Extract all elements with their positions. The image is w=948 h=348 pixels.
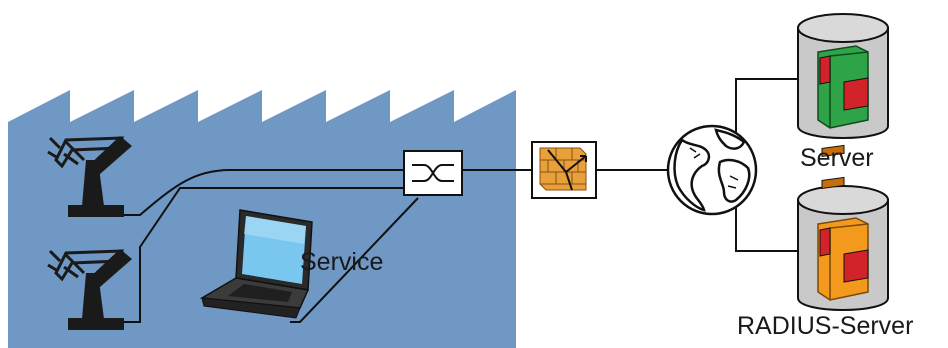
radius-server-label: RADIUS-Server — [737, 312, 914, 340]
firewall-icon — [531, 141, 597, 199]
link-robot1-switch — [122, 169, 404, 216]
server-label: Server — [800, 144, 874, 172]
robot-arm-icon — [47, 249, 132, 330]
laptop-icon — [199, 209, 313, 319]
service-label: Service — [300, 248, 384, 276]
link-laptop-switch — [290, 197, 419, 323]
link-robot2-switch — [122, 187, 404, 323]
database-icon — [797, 13, 889, 139]
switch-icon — [403, 150, 463, 196]
globe-icon — [666, 124, 758, 216]
database-icon — [797, 144, 889, 311]
connection-lines — [122, 78, 798, 323]
robot-arm-icon — [47, 136, 132, 217]
